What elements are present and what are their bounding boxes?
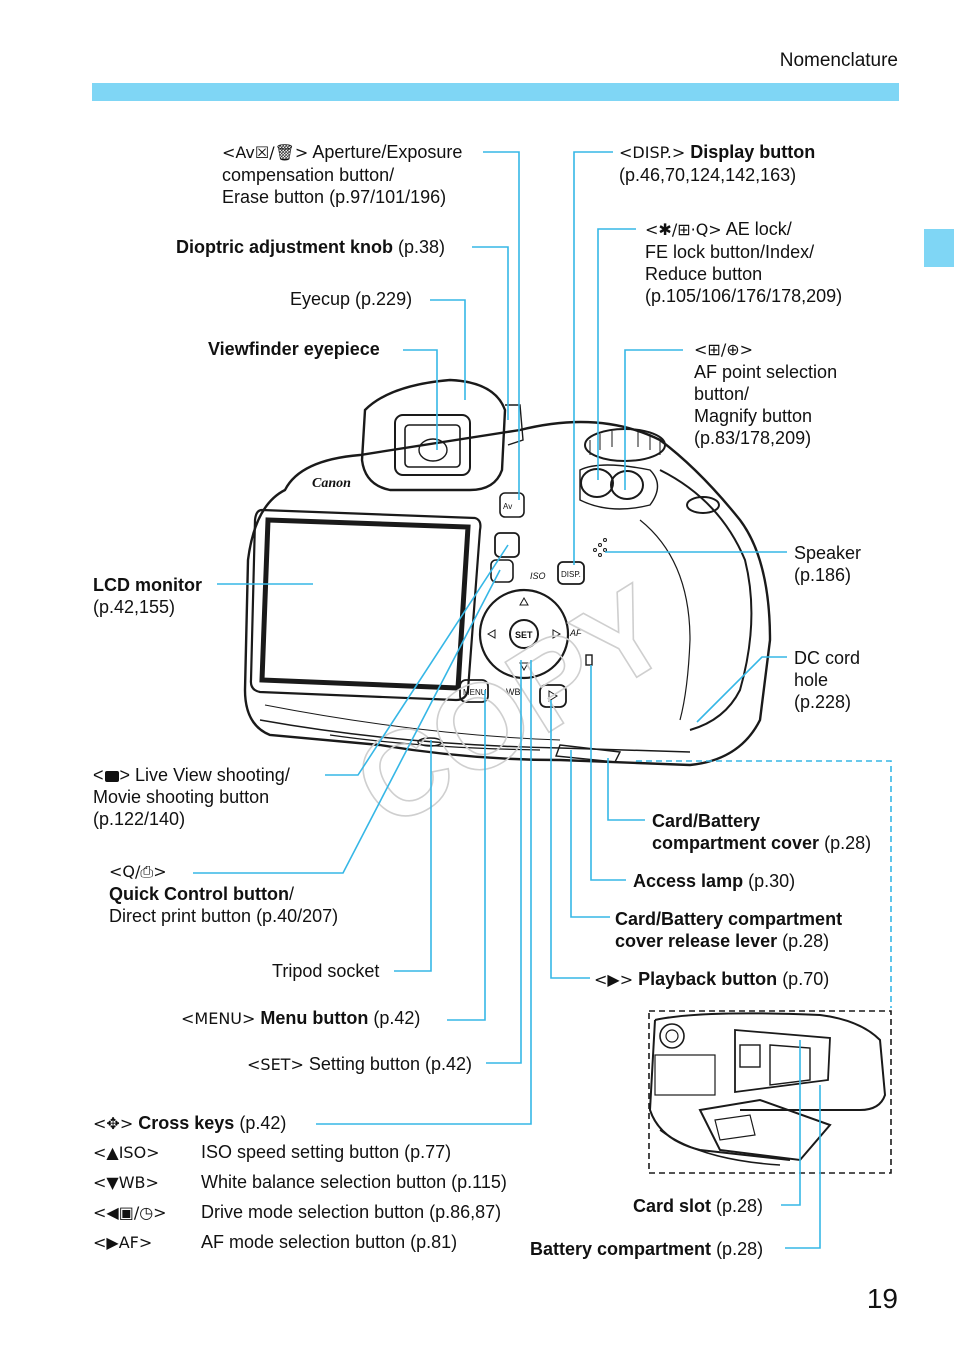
callout-menu: <MENU> Menu button (p.42) (181, 1008, 421, 1028)
callout-af-point: <⊞/⊕> AF point selection button/ Magnify… (694, 340, 838, 448)
svg-text:SET: SET (515, 630, 533, 640)
callout-eyecup: Eyecup (p.229) (290, 289, 413, 309)
callout-display: <DISP.> Display button (p.46,70,124,142,… (619, 142, 816, 185)
af-point-button (610, 470, 644, 500)
callout-setting: <SET> Setting button (p.42) (247, 1054, 472, 1074)
svg-text:MENU: MENU (463, 688, 487, 697)
cross-key-row: <▲ISO>ISO speed setting button (p.77) (93, 1142, 452, 1162)
header-bar (92, 83, 899, 101)
lcd-screen (259, 517, 471, 691)
svg-text:AF: AF (569, 628, 582, 638)
svg-text:ISO: ISO (530, 571, 546, 581)
cross-key-row: <▼WB>White balance selection button (p.1… (93, 1172, 507, 1192)
callout-liveview: <> Live View shooting/ Movie shooting bu… (93, 765, 290, 829)
callout-quick-control: <Q/⎙> Quick Control button/ Direct print… (109, 862, 339, 926)
ae-lock-button (580, 468, 614, 498)
strap-lug (686, 496, 720, 514)
callout-lcd: LCD monitor (p.42,155) (93, 575, 202, 617)
grip (659, 469, 753, 731)
cross-keys (478, 588, 570, 680)
callout-access-lamp: Access lamp (p.30) (633, 871, 796, 891)
chapter-tab (924, 229, 954, 267)
callout-card-cover: Card/Battery compartment cover (p.28) (652, 811, 872, 853)
lcd-frame (249, 508, 482, 702)
callout-release-lever: Card/Battery compartment cover release l… (615, 909, 843, 951)
callout-ae-lock: <✱/⊞·Q> AE lock/ FE lock button/Index/ R… (645, 219, 843, 306)
page-header-title: Nomenclature (779, 50, 898, 71)
inset-frame (648, 1010, 892, 1174)
aperture-symbol: <Av☒/🗑> (222, 143, 309, 162)
callout-dc-cord: DC cord hole (p.228) (794, 648, 861, 712)
disp-button (557, 561, 585, 585)
callout-viewfinder: Viewfinder eyepiece (208, 339, 380, 359)
cross-keys-title: <✥> Cross keys (p.42) (93, 1113, 287, 1133)
cross-key-row: <◀▣/◷>Drive mode selection button (p.86,… (93, 1202, 502, 1222)
callout-speaker: Speaker (p.186) (794, 543, 862, 585)
callout-battery: Battery compartment (p.28) (530, 1239, 764, 1259)
svg-text:WB: WB (506, 687, 521, 697)
svg-text:Av: Av (503, 502, 512, 511)
cross-key-row: <▶AF>AF mode selection button (p.81) (93, 1232, 458, 1252)
cross-keys-block: <✥> Cross keys (p.42) <▲ISO>ISO speed se… (93, 1112, 507, 1254)
svg-text:DISP.: DISP. (561, 570, 581, 579)
playback-button (539, 684, 567, 708)
page-number: 19 (866, 1283, 898, 1314)
callout-card-slot: Card slot (p.28) (633, 1196, 764, 1216)
set-button (509, 619, 539, 649)
camera-icon (104, 771, 119, 782)
callout-dioptric: Dioptric adjustment knob (p.38) (176, 237, 446, 257)
callout-playback: <▶> Playback button (p.70) (594, 969, 830, 989)
callout-tripod: Tripod socket (272, 961, 380, 981)
camera-body-outline (243, 420, 772, 767)
menu-button (459, 679, 489, 703)
callout-aperture: <Av☒/🗑> Aperture/Exposure compensation b… (222, 142, 463, 207)
camera-brand: Canon (312, 476, 351, 491)
eyecup (360, 378, 507, 492)
